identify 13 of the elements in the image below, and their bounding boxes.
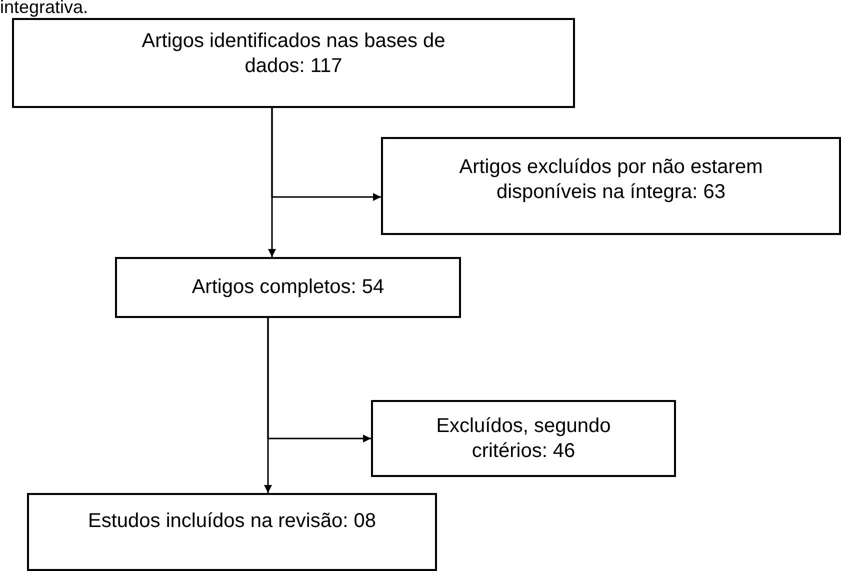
note-text: integrativa. xyxy=(0,0,88,18)
process-box xyxy=(12,18,575,108)
arrow xyxy=(267,318,371,442)
process-box xyxy=(381,137,841,235)
box-text: Artigos identificados nas bases de dados: 117 xyxy=(140,29,446,79)
process-box xyxy=(115,257,461,318)
box-text: Artigos completos: 54 xyxy=(192,275,384,300)
process-box xyxy=(371,400,676,477)
box-text: Artigos excluídos por não estarem disponíveis na íntegra: 63 xyxy=(458,155,764,205)
arrow xyxy=(271,108,381,201)
box-text: Estudos incluídos na revisão: 08 xyxy=(88,508,376,534)
process-box xyxy=(27,493,437,571)
box-text: Excluídos, segundo critérios: 46 xyxy=(435,414,612,464)
